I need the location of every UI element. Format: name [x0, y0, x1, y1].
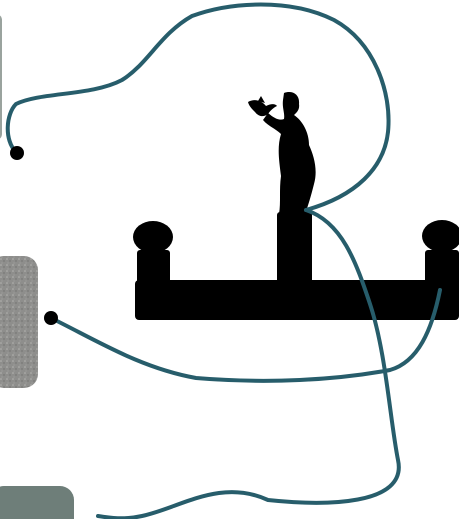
connector-lines: [8, 5, 440, 519]
connector-top: [8, 5, 389, 211]
statue-silhouette: [248, 92, 316, 214]
bottom-image-tile[interactable]: [0, 486, 74, 519]
middle-image-tile[interactable]: [0, 256, 38, 388]
connector-dot-middle[interactable]: [44, 311, 58, 325]
connector-dot-top[interactable]: [10, 146, 24, 160]
base-silhouette: [133, 212, 459, 320]
top-image-tile[interactable]: [0, 14, 2, 140]
